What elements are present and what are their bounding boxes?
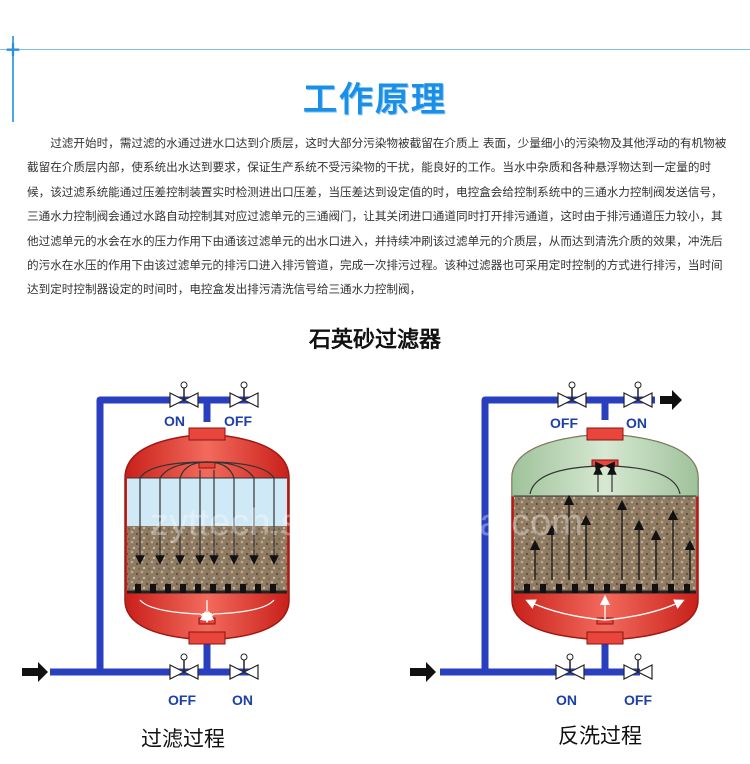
backwash-bottom-left-valve-icon	[555, 653, 585, 680]
backwash-diagram: OFF ON ON OFF 反洗过程	[410, 381, 699, 748]
backwash-inlet-arrow-icon	[410, 662, 436, 682]
backwash-bottom-right-valve-icon	[623, 653, 653, 680]
backwash-top-right-valve-icon	[623, 381, 653, 408]
filtration-caption: 过滤过程	[141, 727, 225, 751]
top-right-valve-label: OFF	[224, 413, 252, 429]
frame-horizontal-line	[0, 49, 750, 50]
backwash-bypass-pipe	[440, 396, 609, 676]
top-right-valve-icon	[229, 381, 259, 408]
water-layer	[127, 478, 287, 526]
backwash-top-left-valve-icon	[557, 381, 587, 408]
bottom-flange	[188, 631, 226, 645]
top-flange	[188, 427, 226, 441]
diagram-title: 石英砂过滤器	[308, 328, 441, 353]
backwash-top-left-valve-label: OFF	[550, 415, 578, 431]
backwash-nozzles	[524, 584, 690, 593]
section-title: 工作原理	[303, 80, 447, 120]
watermark-text: zyttech.s a.com	[150, 502, 583, 544]
inlet-bypass-pipe	[50, 396, 211, 676]
backwash-top-right-valve-label: ON	[626, 415, 647, 431]
sand-media-layer	[127, 526, 287, 592]
backwash-bottom-flange	[586, 631, 624, 645]
backwash-collection-arrows	[529, 461, 681, 495]
top-left-valve-icon	[169, 381, 199, 408]
inlet-arrow-icon	[22, 662, 48, 682]
drain-outlet-arrow-icon	[660, 390, 682, 410]
bottom-right-valve-label: ON	[232, 692, 253, 708]
downward-flow-arrows	[135, 461, 279, 565]
bottom-right-valve-icon	[229, 653, 259, 680]
backwash-bottom-left-valve-label: ON	[556, 692, 577, 708]
working-principle-text: 过滤开始时，需过滤的水通过进水口达到介质层，这时大部分污染物被截留在介质上 表面…	[27, 136, 727, 297]
upward-flow-arrows	[529, 494, 696, 580]
collector-nozzles	[135, 584, 276, 593]
bottom-left-valve-icon	[169, 653, 199, 680]
backwash-caption: 反洗过程	[558, 724, 642, 748]
frame-vertical-line	[12, 36, 14, 122]
bottom-left-valve-label: OFF	[168, 692, 196, 708]
backwash-bottom-right-valve-label: OFF	[624, 692, 652, 708]
backwash-sand-media-layer	[514, 496, 696, 592]
top-left-valve-label: ON	[164, 413, 185, 429]
filtration-diagram: ON OFF OFF ON 过滤过程	[22, 381, 290, 751]
backwash-distribution-arrows	[525, 594, 685, 621]
backwash-top-flange	[586, 427, 624, 441]
plus-icon: +	[4, 37, 22, 61]
